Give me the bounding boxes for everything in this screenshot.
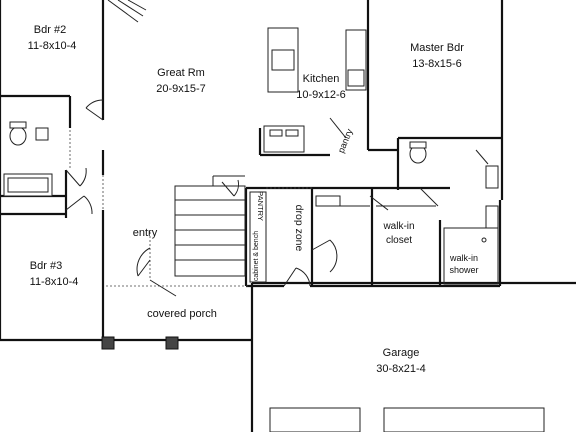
- doors: [65, 99, 489, 297]
- entry-label: entry: [133, 227, 158, 239]
- great-room-dims: 20-9x15-7: [156, 83, 206, 95]
- kitchen-name: Kitchen: [303, 73, 340, 85]
- walkin-shower-label-2: shower: [449, 265, 478, 275]
- master-bdr-dims: 13-8x15-6: [412, 58, 462, 70]
- great-room-name: Great Rm: [157, 67, 205, 79]
- bdr3-name: Bdr #3: [30, 260, 62, 272]
- walkin-shower-label-1: walk-in: [449, 253, 478, 263]
- room-labels: Bdr #2 11-8x10-4 Great Rm 20-9x15-7 Kitc…: [28, 24, 479, 375]
- cabinet-bench-label: cabinet & bench: [253, 231, 260, 281]
- drop-zone-label: drop zone: [293, 205, 305, 252]
- kitchen-dims: 10-9x12-6: [296, 89, 346, 101]
- bdr2-name: Bdr #2: [34, 24, 66, 36]
- covered-porch-label: covered porch: [147, 308, 217, 320]
- garage-name: Garage: [383, 347, 420, 359]
- master-bdr-name: Master Bdr: [410, 42, 464, 54]
- bdr3-dims: 11-8x10-4: [30, 276, 79, 288]
- bdr2-dims: 11-8x10-4: [28, 40, 77, 52]
- details: [3, 0, 545, 432]
- walkin-closet-label-2: closet: [386, 235, 412, 246]
- hall-pantry-label: PANTRY: [256, 191, 265, 221]
- garage-dims: 30-8x21-4: [376, 363, 426, 375]
- kitchen-pantry-label: pantry: [336, 127, 355, 154]
- walkin-closet-label-1: walk-in: [382, 221, 414, 232]
